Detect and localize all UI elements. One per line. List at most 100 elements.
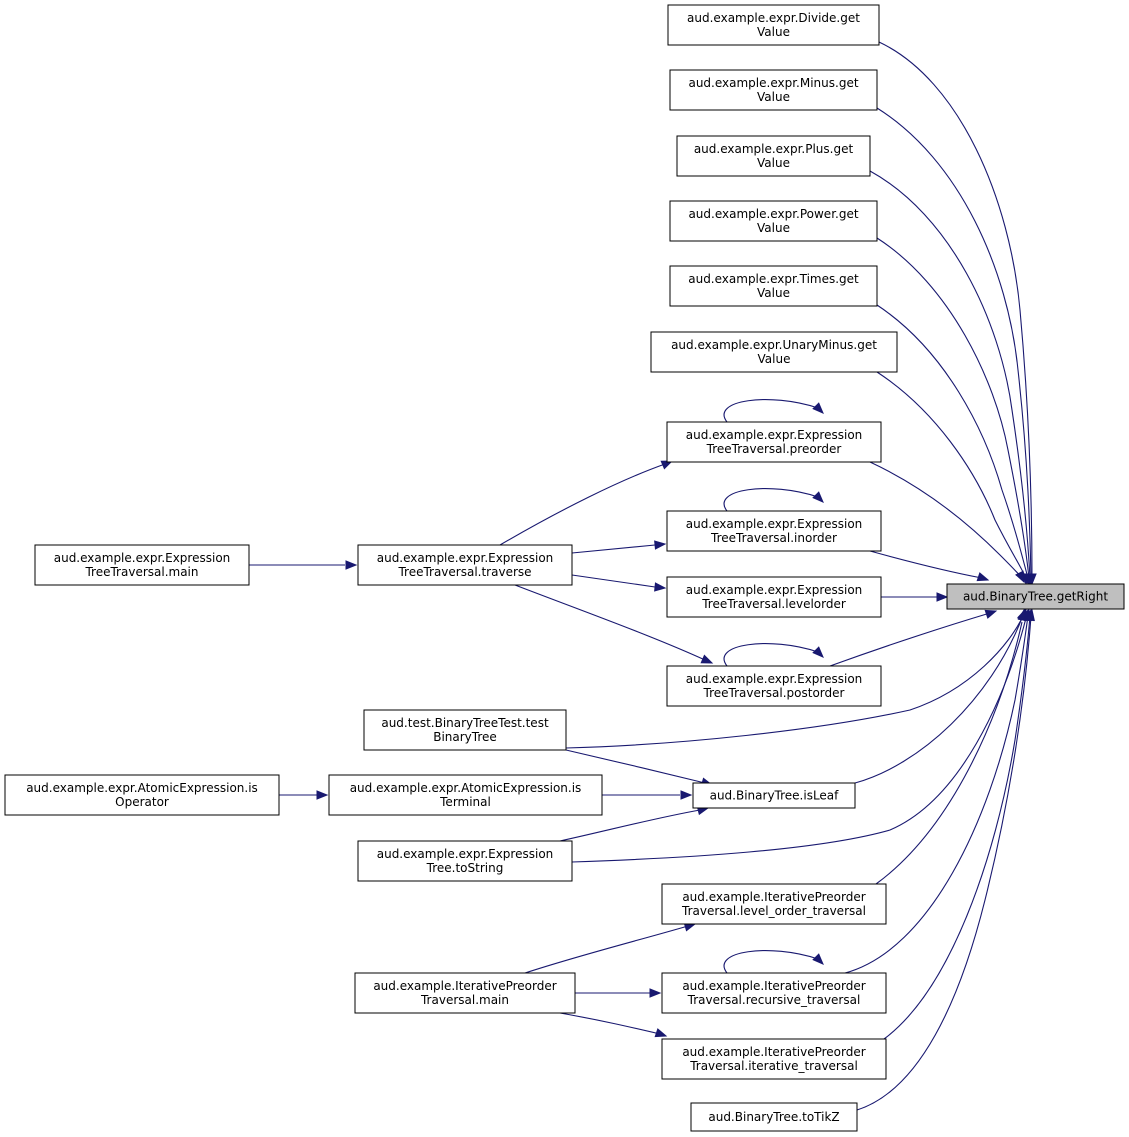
node-traverse[interactable]: aud.example.expr.ExpressionTreeTraversal… [357,544,573,586]
edge-line [499,463,666,546]
edge-line [869,461,1023,579]
edge-traverse-to-preorder [499,460,674,546]
edge-traverse-to-inorder [571,540,667,554]
node-label-line: Value [757,90,790,104]
arrow-head [345,560,358,570]
node-label-line: Value [757,221,790,235]
edge-line [844,615,1029,974]
edge-ettmain-to-traverse [249,560,358,570]
edge-line [565,613,1025,749]
node-levelorder[interactable]: aud.example.expr.ExpressionTreeTraversal… [666,576,882,618]
edge-line [876,107,1032,579]
edge-line [876,237,1030,579]
node-ettmain[interactable]: aud.example.expr.ExpressionTreeTraversal… [34,544,250,586]
edge-postorder-to-getRight [829,609,998,667]
edge-line [875,621,1023,885]
node-label-line: aud.BinaryTree.isLeaf [710,789,840,803]
node-levelot[interactable]: aud.example.IterativePreorderTraversal.l… [661,883,887,925]
node-postorder[interactable]: aud.example.expr.ExpressionTreeTraversal… [666,665,882,707]
node-label-line: aud.example.expr.Plus.get [694,142,854,156]
node-iterative[interactable]: aud.example.IterativePreorderTraversal.i… [661,1038,887,1080]
node-label-line: Tree.toString [426,861,504,875]
node-getRight[interactable]: aud.BinaryTree.getRight [946,583,1125,610]
edge-line [723,950,819,974]
node-box [357,840,573,882]
edge-levelorder-to-getRight [881,592,949,602]
node-label-line: Traversal.main [420,993,509,1007]
node-isleaf[interactable]: aud.BinaryTree.isLeaf [692,782,856,809]
edge-iptmain-to-levelot [524,922,697,974]
node-recursive[interactable]: aud.example.IterativePreorderTraversal.r… [661,972,887,1014]
edge-line [723,643,819,667]
node-preorder[interactable]: aud.example.expr.ExpressionTreeTraversal… [666,421,882,463]
node-box [666,576,882,618]
node-label-line: Value [757,25,790,39]
edge-line [514,584,706,661]
node-label-line: Operator [115,795,169,809]
node-label-line: aud.BinaryTree.getRight [963,590,1108,604]
edge-line [723,488,819,512]
node-label-line: Traversal.iterative_traversal [689,1059,858,1073]
edge-isterminal-to-isleaf [602,790,693,800]
node-totikz[interactable]: aud.BinaryTree.toTikZ [690,1102,858,1132]
node-label-line: aud.BinaryTree.toTikZ [708,1110,839,1124]
node-label-line: aud.example.expr.UnaryMinus.get [671,338,877,352]
edge-line [524,925,689,974]
node-box [676,135,871,177]
node-label-line: aud.test.BinaryTreeTest.test [381,716,549,730]
arrow-head [1015,570,1025,584]
node-label-line: aud.example.IterativePreorder [682,979,865,993]
node-box [666,421,882,463]
node-label-line: aud.example.expr.Expression [377,847,554,861]
arrow-head [654,1028,668,1038]
edge-line [829,612,991,667]
arrow-head [1025,608,1035,622]
edge-iterative-to-getRight [883,608,1034,1040]
node-iptmain[interactable]: aud.example.IterativePreorderTraversal.m… [354,972,576,1014]
edge-postorder-to-postorder [723,643,824,667]
edge-line [854,617,1023,784]
node-isterminal[interactable]: aud.example.expr.AtomicExpression.isTerm… [328,774,603,816]
edge-totikz-to-getRight [856,608,1035,1111]
edge-isoperator-to-isterminal [279,790,329,800]
node-label-line: TreeTraversal.preorder [706,442,842,456]
edge-line [723,399,819,423]
node-label-line: aud.example.expr.AtomicExpression.is [26,781,258,795]
node-inorder[interactable]: aud.example.expr.ExpressionTreeTraversal… [666,510,882,552]
node-box [946,583,1125,610]
node-box [363,709,567,751]
node-label-line: aud.example.expr.Divide.get [687,11,860,25]
edge-line [876,371,1027,579]
edge-line [856,615,1032,1111]
node-box [666,510,882,552]
node-box [666,665,882,707]
node-box [661,1038,887,1080]
edge-plus-to-getRight [869,170,1035,586]
node-label-line: BinaryTree [433,730,497,744]
edge-line [883,615,1031,1040]
nodes-layer: aud.BinaryTree.getRight aud.example.expr.… [4,4,1125,1132]
node-box [34,544,250,586]
node-box [661,883,887,925]
node-box [692,782,856,809]
edge-line [878,41,1033,579]
edge-inorder-to-inorder [723,488,824,512]
edge-line [559,1012,661,1035]
node-isoperator[interactable]: aud.example.expr.AtomicExpression.isOper… [4,774,280,816]
node-label-line: aud.example.expr.Expression [686,517,863,531]
node-label-line: Terminal [439,795,491,809]
arrow-head [680,790,693,800]
node-box [669,265,878,307]
node-box [661,972,887,1014]
node-label-line: TreeTraversal.traverse [397,565,531,579]
node-label-line: aud.example.expr.Expression [377,551,554,565]
